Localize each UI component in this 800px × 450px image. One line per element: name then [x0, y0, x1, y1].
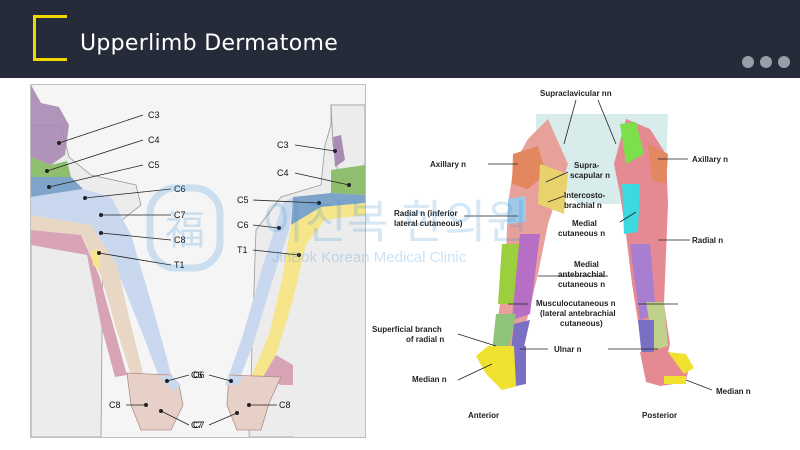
back-c5-region — [291, 193, 365, 225]
front-label-c8: C8 — [174, 235, 186, 245]
dot-icon — [760, 56, 772, 68]
back-t1-band — [251, 203, 365, 377]
front-label-t1: T1 — [174, 260, 185, 270]
label-posterior: Posterior — [642, 411, 677, 420]
front-label-c5: C5 — [148, 160, 160, 170]
label-median-posterior: Median n — [716, 387, 751, 396]
yellow-bracket-icon — [33, 15, 67, 61]
posterior-medial-antebrachial-region — [630, 244, 656, 320]
anterior-radial-inferior-region — [508, 196, 526, 224]
front-c8-band — [31, 230, 127, 377]
label-ulnar: Ulnar n — [554, 345, 582, 354]
front-c6-band — [31, 189, 171, 377]
label-median-anterior: Median n — [412, 375, 447, 384]
dermatome-svg: C3 C4 C5 C6 C7 C8 T1 C6 C8 C7 C3 C4 C5 C… — [31, 85, 365, 437]
back-labels: C3 C4 C5 C6 T1 C6 C8 C7 — [193, 140, 291, 430]
label-suprascapular-1: Supra- — [574, 161, 600, 170]
front-label-c7: C7 — [174, 210, 186, 220]
dermatome-diagram: C3 C4 C5 C6 C7 C8 T1 C6 C8 C7 C3 C4 C5 C… — [30, 84, 366, 438]
cutaneous-nerve-diagram: Supraclavicular nn Axillary n Axillary n… — [368, 84, 800, 436]
posterior-suprascapular-region — [620, 122, 644, 164]
front-c3-region — [31, 85, 69, 165]
back-c4-region — [331, 165, 365, 195]
front-t1-band — [91, 250, 101, 270]
back-label-c6: C6 — [237, 220, 249, 230]
label-supraclavicular: Supraclavicular nn — [540, 89, 612, 98]
front-label-c3: C3 — [148, 110, 160, 120]
label-medial-cutaneous-2: cutaneous n — [558, 229, 605, 238]
front-labels: C3 C4 C5 C6 C7 C8 T1 C6 C8 C7 — [109, 110, 203, 430]
label-radial-inferior-1: Radial n (inferior — [394, 209, 458, 218]
slide-header: Upperlimb Dermatome — [0, 0, 800, 78]
back-label-t1: T1 — [237, 245, 248, 255]
dot-icon — [742, 56, 754, 68]
back-label-c3: C3 — [277, 140, 289, 150]
label-radial: Radial n — [692, 236, 723, 245]
front-hand-label-c6: C6 — [191, 370, 203, 380]
label-axillary-posterior: Axillary n — [692, 155, 728, 164]
back-hand-label-c7: C7 — [193, 420, 205, 430]
front-hand-c6 — [159, 375, 181, 391]
label-musculocutaneous-2: (lateral antebrachial — [540, 309, 616, 318]
anterior-hand-median — [476, 346, 524, 390]
front-leader-lines — [44, 114, 190, 426]
front-hand-label-c8: C8 — [109, 400, 121, 410]
label-radial-inferior-2: lateral cutaneous) — [394, 219, 463, 228]
more-menu-icon[interactable] — [742, 56, 790, 68]
posterior-forearm-ulnar — [638, 320, 654, 358]
dot-icon — [778, 56, 790, 68]
anterior-medial-antebrachial-region — [512, 234, 540, 320]
back-leader-lines — [208, 144, 351, 426]
back-hand — [226, 374, 282, 431]
slide-title: Upperlimb Dermatome — [80, 31, 339, 56]
front-c4-region — [31, 157, 71, 177]
posterior-hand-median — [668, 352, 694, 374]
back-torso-side — [293, 215, 365, 437]
label-medial-cutaneous-1: Medial — [572, 219, 597, 228]
anterior-intercostobrachial-region — [538, 164, 568, 214]
front-c7-band — [31, 215, 143, 375]
label-axillary-anterior: Axillary n — [430, 160, 466, 169]
back-hand-label-c6: C6 — [193, 370, 205, 380]
label-medial-antebrachial-1: Medial — [574, 260, 599, 269]
label-musculocutaneous-3: cutaneous) — [560, 319, 603, 328]
posterior-hand-median-tips — [664, 376, 686, 384]
nerve-svg: Supraclavicular nn Axillary n Axillary n… — [372, 89, 751, 420]
front-label-c4: C4 — [148, 135, 160, 145]
back-hand-label-c8: C8 — [279, 400, 291, 410]
nerve-leader-lines — [457, 99, 713, 391]
back-c3-region — [333, 135, 345, 167]
label-suprascapular-2: scapular n — [570, 171, 610, 180]
back-label-c5: C5 — [237, 195, 249, 205]
anterior-hand-ulnar — [514, 346, 526, 386]
front-label-c6: C6 — [174, 184, 186, 194]
label-superficial-radial-2: of radial n — [406, 335, 444, 344]
label-intercosto-2: brachial n — [564, 201, 602, 210]
label-superficial-radial-1: Superficial branch — [372, 325, 442, 334]
label-musculocutaneous-1: Musculocutaneous n — [536, 299, 616, 308]
nerve-labels: Supraclavicular nn Axillary n Axillary n… — [372, 89, 751, 420]
posterior-axillary-region — [648, 144, 668, 184]
label-anterior: Anterior — [468, 411, 499, 420]
anterior-forearm-lateral — [492, 314, 516, 352]
back-label-c4: C4 — [277, 168, 289, 178]
posterior-medial-cutaneous-region — [622, 184, 640, 234]
back-c6-band — [229, 197, 293, 375]
back-hand-c6 — [225, 375, 243, 385]
label-medial-antebrachial-2: antebrachial — [558, 270, 605, 279]
front-hand-label-c7: C7 — [191, 420, 203, 430]
anterior-musculocutaneous-region — [498, 244, 520, 304]
label-intercosto-1: Intercosto- — [564, 191, 606, 200]
posterior-musculocutaneous-region — [646, 302, 668, 350]
label-medial-antebrachial-3: cutaneous n — [558, 280, 605, 289]
anterior-axillary-region — [512, 146, 546, 189]
